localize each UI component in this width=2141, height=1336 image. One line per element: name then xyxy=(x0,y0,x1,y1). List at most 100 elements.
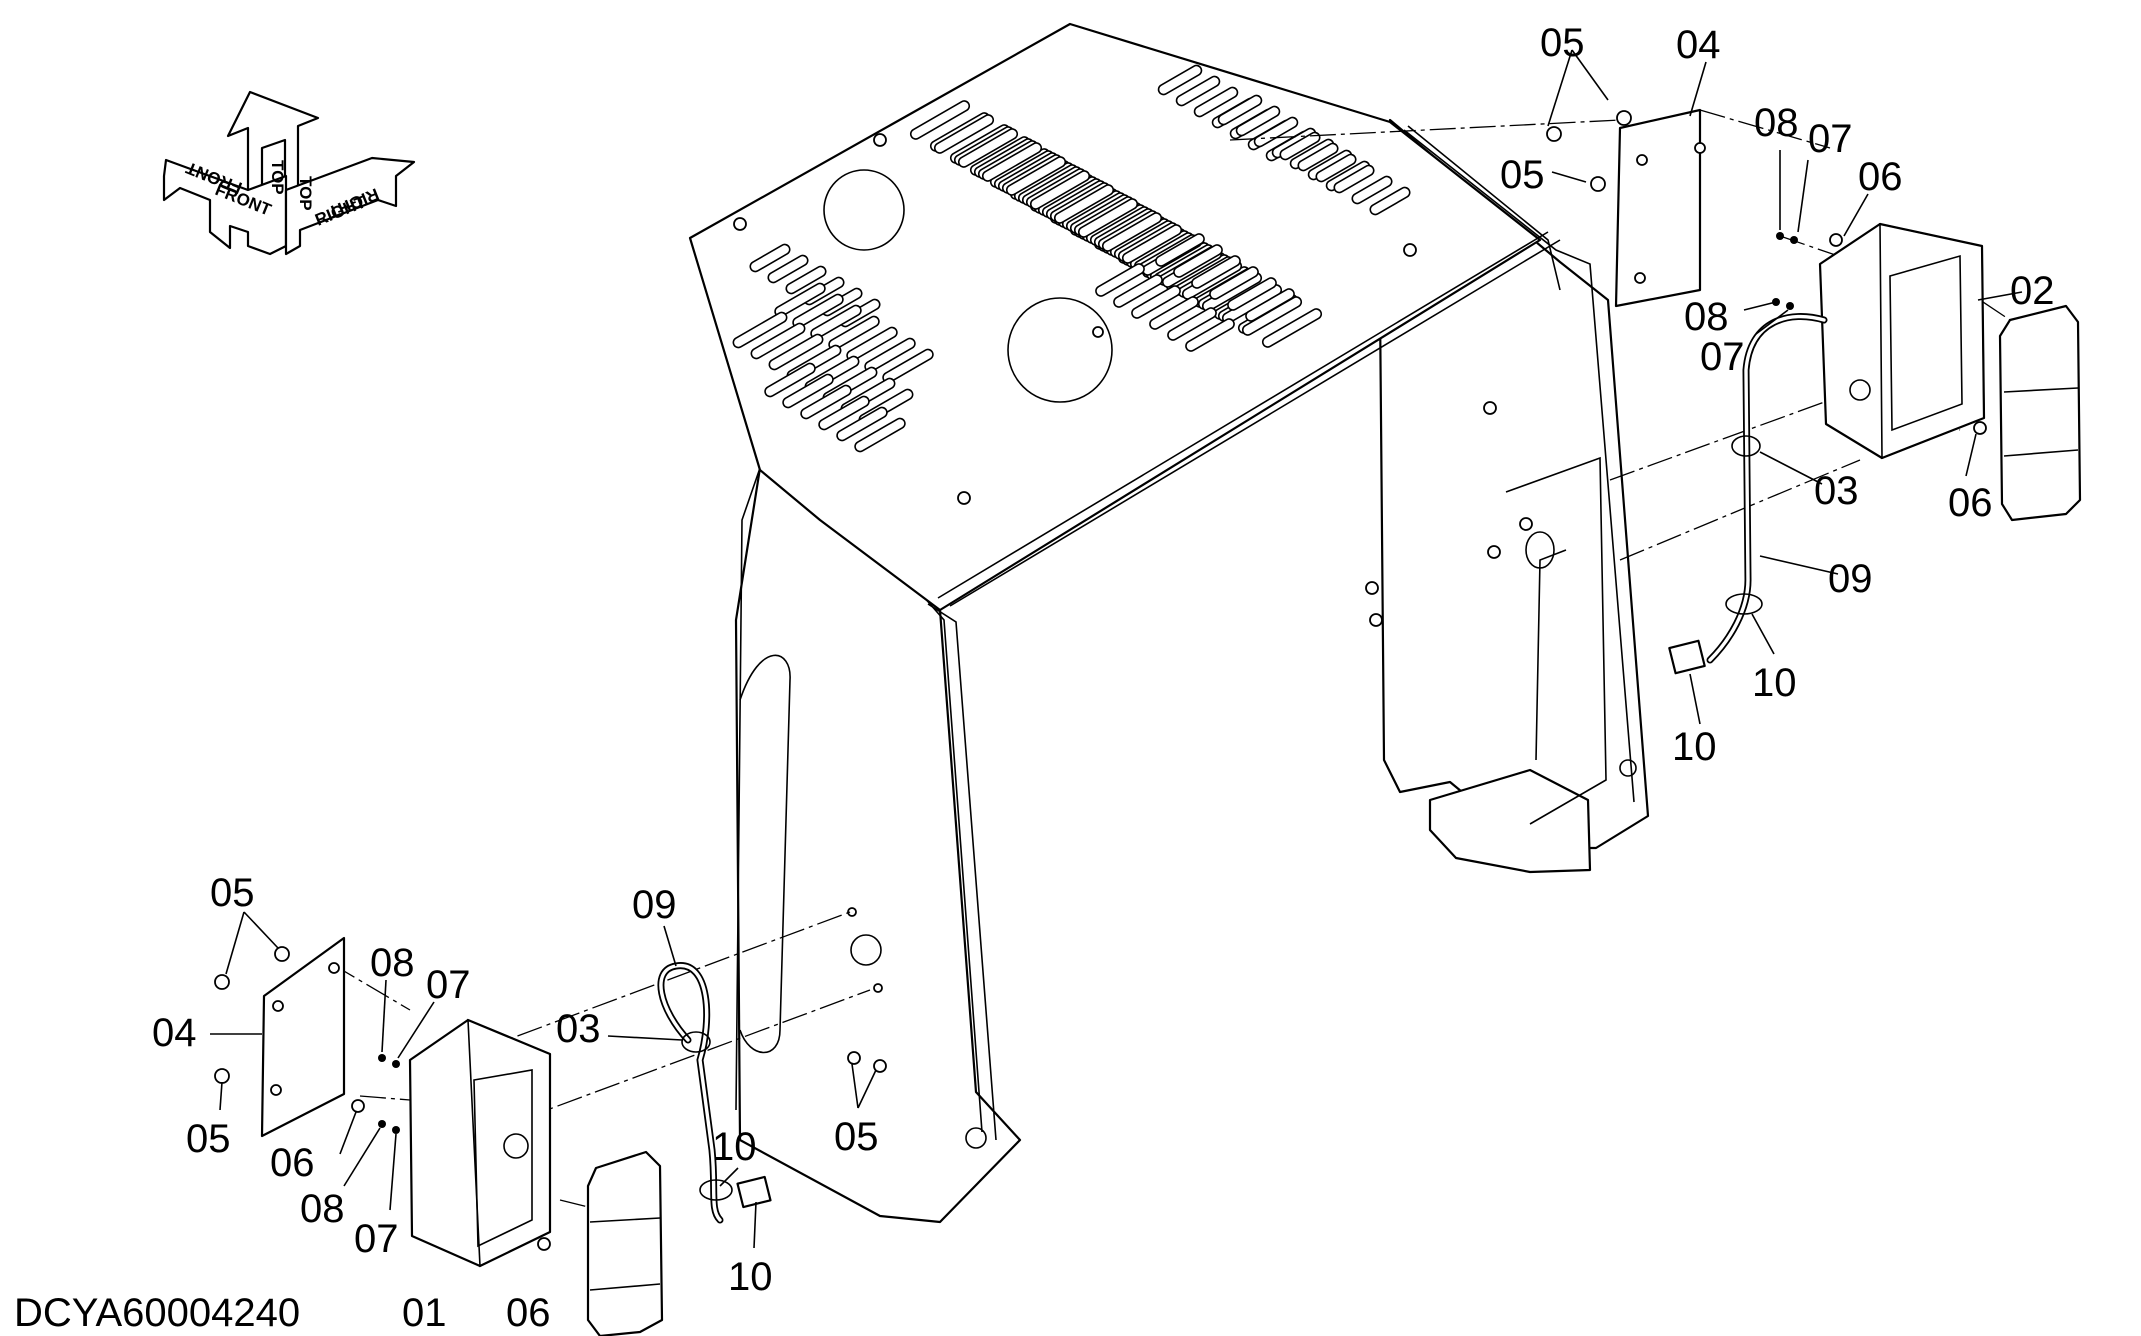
housing-hole xyxy=(503,1133,529,1159)
callout-06: 06 xyxy=(1858,155,1903,199)
vent-slot xyxy=(1029,170,1091,210)
vent-slot xyxy=(750,322,806,360)
callout-05: 05 xyxy=(1500,153,1545,197)
vent-slot xyxy=(732,311,788,349)
vent-slot xyxy=(1191,255,1241,289)
callout-10: 10 xyxy=(1752,661,1797,705)
leader-lines xyxy=(210,49,2023,1249)
plate-hole xyxy=(270,1084,282,1096)
vent-slot xyxy=(1297,142,1339,172)
right-clip xyxy=(1725,593,1763,615)
canopy-frame xyxy=(688,22,1650,1224)
roof-round-port-2 xyxy=(1007,297,1113,403)
left-connector xyxy=(736,1175,772,1209)
vent-slot xyxy=(1185,318,1235,352)
screw-05 xyxy=(1546,126,1562,142)
right-arrow-shape xyxy=(284,156,416,256)
left-grommet xyxy=(681,1031,711,1053)
screw-05 xyxy=(274,946,290,962)
vent-slot xyxy=(1333,164,1375,194)
left-pillar-pin xyxy=(965,1127,987,1149)
washer-07 xyxy=(392,1126,400,1134)
vent-slot xyxy=(1227,277,1277,311)
right-lens xyxy=(1998,304,2082,522)
callout-06: 06 xyxy=(270,1141,315,1185)
vent-slot xyxy=(1053,184,1115,224)
pillar-bolt xyxy=(873,983,883,993)
plate-hole xyxy=(1694,142,1706,154)
vent-slot xyxy=(1113,274,1163,308)
roof-bolt xyxy=(957,491,971,505)
screw-05 xyxy=(214,1068,230,1084)
vent-slot xyxy=(1315,153,1357,183)
washer-08 xyxy=(1776,232,1784,240)
roof-vent-slots xyxy=(732,64,1411,453)
screw-05 xyxy=(1616,110,1632,126)
callout-01: 01 xyxy=(402,1291,447,1335)
callout-09: 09 xyxy=(1828,557,1873,601)
callout-08: 08 xyxy=(300,1187,345,1231)
pillar-bolt xyxy=(1519,517,1533,531)
callout-10: 10 xyxy=(712,1125,757,1169)
right-cover-plate xyxy=(1614,108,1702,308)
vent-slot xyxy=(792,293,844,329)
right-inner-panel xyxy=(1505,456,1607,825)
callout-05: 05 xyxy=(186,1117,231,1161)
top-label: TOP xyxy=(268,160,287,195)
vent-slot xyxy=(981,142,1043,182)
roof-side-rail xyxy=(1407,125,1561,291)
callout-06: 06 xyxy=(506,1291,551,1335)
left-pillar-hole xyxy=(850,934,882,966)
callout-10: 10 xyxy=(1672,725,1717,769)
vent-slot xyxy=(767,254,809,284)
vent-slot xyxy=(782,373,834,409)
left-handrail xyxy=(739,654,791,1054)
vent-slot xyxy=(768,333,824,371)
screw-05 xyxy=(1590,176,1606,192)
vent-slot xyxy=(774,282,826,318)
callout-07: 07 xyxy=(1808,117,1853,161)
right-pillar-hole xyxy=(1525,531,1555,569)
housing-front-face xyxy=(1879,223,1985,460)
vent-slot xyxy=(1217,94,1263,126)
right-pillar-edge xyxy=(1403,129,1635,803)
vent-slot xyxy=(957,128,1019,168)
roof-front-edge-2 xyxy=(949,239,1561,607)
left-harness xyxy=(657,962,724,1224)
top-label-second: TOP xyxy=(296,176,315,211)
vent-slot xyxy=(764,362,816,398)
right-grommet xyxy=(1731,435,1761,457)
roof-bolt xyxy=(873,133,887,147)
washer-07 xyxy=(1786,302,1794,310)
right-foot-block xyxy=(1428,768,1592,874)
right-lamp-assembly xyxy=(1546,108,2082,675)
vent-slot xyxy=(1095,263,1145,297)
left-lamp-housing xyxy=(408,1018,552,1268)
callout-labels: 05 04 05 08 07 06 02 08 07 03 06 09 10 1… xyxy=(152,21,2055,1335)
pillar-bolt xyxy=(1369,613,1383,627)
vent-slot xyxy=(882,348,934,384)
vent-slot xyxy=(749,243,791,273)
plate-hole xyxy=(1634,272,1646,284)
vent-slot xyxy=(1369,186,1411,216)
vent-slot xyxy=(1149,296,1199,330)
callout-05: 05 xyxy=(1540,21,1585,65)
vent-slot xyxy=(818,395,870,431)
vent-slot xyxy=(1209,266,1259,300)
right-bracket xyxy=(1535,549,1567,761)
callout-04: 04 xyxy=(152,1011,197,1055)
vent-slot xyxy=(1173,244,1223,278)
vent-slot xyxy=(1005,156,1067,196)
callout-03: 03 xyxy=(1814,469,1859,513)
screw-05 xyxy=(873,1059,887,1073)
plate-hole xyxy=(1636,154,1648,166)
left-clip xyxy=(699,1179,733,1201)
vent-slot xyxy=(909,100,971,140)
callout-07: 07 xyxy=(426,963,471,1007)
roof-bolt xyxy=(1092,326,1104,338)
housing-hole xyxy=(1849,379,1871,401)
vent-slot xyxy=(800,384,852,420)
left-pillar-flange-2 xyxy=(927,603,997,1141)
housing-opening xyxy=(473,1069,533,1248)
roof-bolt xyxy=(1403,243,1417,257)
